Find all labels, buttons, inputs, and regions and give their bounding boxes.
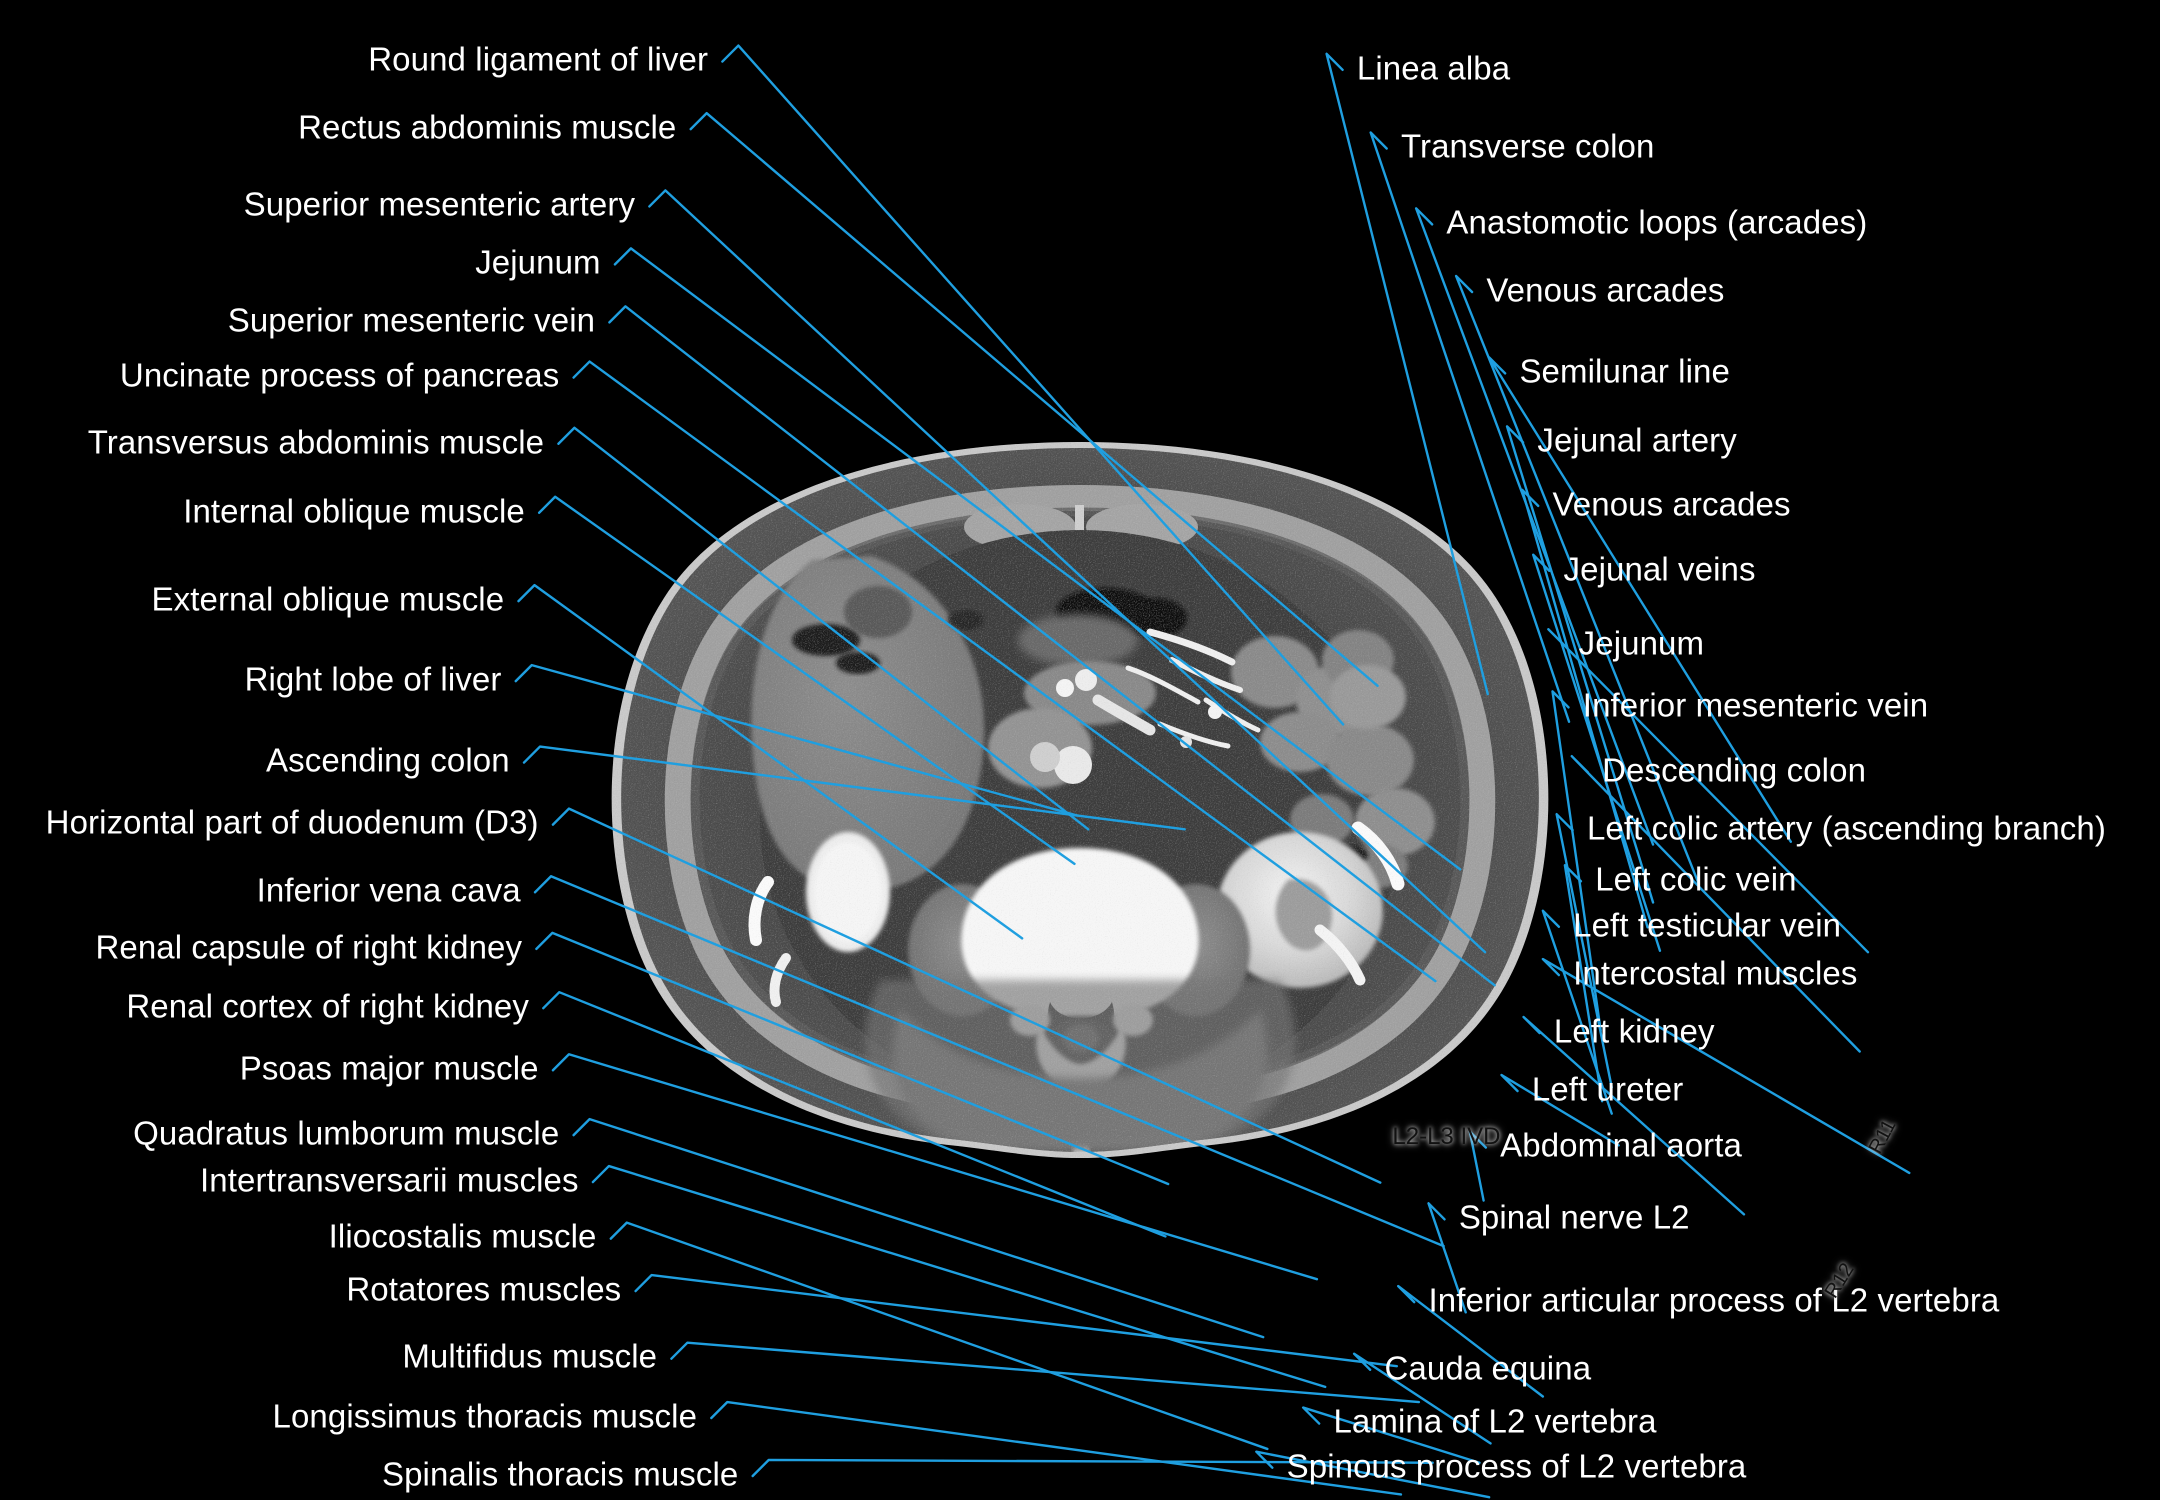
- ct-marker-r12: R12: [1820, 1258, 1860, 1302]
- label-iliocostalis-muscle: Iliocostalis muscle: [328, 1217, 597, 1255]
- label-inferior-articular-process-of-l2-vertebra: Inferior articular process of L2 vertebr…: [1428, 1281, 2000, 1319]
- label-venous-arcades: Venous arcades: [1552, 485, 1791, 523]
- label-jejunum: Jejunum: [475, 243, 601, 281]
- label-left-testicular-vein: Left testicular vein: [1573, 906, 1842, 944]
- label-jejunal-artery: Jejunal artery: [1537, 421, 1737, 459]
- label-descending-colon: Descending colon: [1602, 751, 1867, 789]
- label-spinal-nerve-l2: Spinal nerve L2: [1458, 1198, 1690, 1236]
- label-anastomotic-loops-arcades: Anastomotic loops (arcades): [1446, 203, 1868, 241]
- label-uncinate-process-of-pancreas: Uncinate process of pancreas: [119, 356, 560, 394]
- label-transversus-abdominis-muscle: Transversus abdominis muscle: [87, 423, 545, 461]
- label-external-oblique-muscle: External oblique muscle: [151, 580, 505, 618]
- label-spinalis-thoracis-muscle: Spinalis thoracis muscle: [381, 1455, 739, 1493]
- label-jejunal-veins: Jejunal veins: [1563, 550, 1756, 588]
- label-round-ligament-of-liver: Round ligament of liver: [368, 40, 709, 78]
- label-quadratus-lumborum-muscle: Quadratus lumborum muscle: [133, 1114, 560, 1152]
- label-spinous-process-of-l2-vertebra: Spinous process of L2 vertebra: [1286, 1447, 1747, 1484]
- label-renal-capsule-of-right-kidney: Renal capsule of right kidney: [95, 928, 523, 966]
- label-internal-oblique-muscle: Internal oblique muscle: [183, 492, 525, 530]
- label-left-kidney: Left kidney: [1553, 1012, 1715, 1050]
- label-renal-cortex-of-right-kidney: Renal cortex of right kidney: [126, 987, 529, 1025]
- label-horizontal-part-of-duodenum-d3: Horizontal part of duodenum (D3): [45, 803, 539, 841]
- label-cauda-equina: Cauda equina: [1384, 1349, 1592, 1387]
- label-venous-arcades: Venous arcades: [1486, 271, 1725, 309]
- label-intertransversarii-muscles: Intertransversarii muscles: [200, 1161, 579, 1199]
- label-inferior-vena-cava: Inferior vena cava: [256, 871, 521, 909]
- label-rectus-abdominis-muscle: Rectus abdominis muscle: [298, 108, 677, 146]
- label-inferior-mesenteric-vein: Inferior mesenteric vein: [1582, 686, 1929, 724]
- label-lamina-of-l2-vertebra: Lamina of L2 vertebra: [1333, 1402, 1657, 1440]
- label-psoas-major-muscle: Psoas major muscle: [239, 1049, 539, 1087]
- label-longissimus-thoracis-muscle: Longissimus thoracis muscle: [272, 1397, 698, 1435]
- label-transverse-colon: Transverse colon: [1400, 127, 1655, 165]
- label-rotatores-muscles: Rotatores muscles: [346, 1270, 622, 1308]
- label-linea-alba: Linea alba: [1356, 49, 1511, 87]
- label-jejunum: Jejunum: [1578, 624, 1705, 662]
- label-left-ureter: Left ureter: [1531, 1070, 1684, 1108]
- label-left-colic-vein: Left colic vein: [1595, 860, 1797, 898]
- label-superior-mesenteric-artery: Superior mesenteric artery: [243, 185, 636, 223]
- label-ascending-colon: Ascending colon: [266, 741, 510, 779]
- ct-marker-l2-l3-ivd: L2-L3 IVD: [1392, 1123, 1501, 1151]
- ct-marker-r11: R11: [1864, 1116, 1901, 1158]
- label-semilunar-line: Semilunar line: [1519, 352, 1730, 390]
- label-right-lobe-of-liver: Right lobe of liver: [244, 660, 502, 698]
- label-superior-mesenteric-vein: Superior mesenteric vein: [227, 301, 596, 339]
- label-abdominal-aorta: Abdominal aorta: [1500, 1126, 1742, 1164]
- label-intercostal-muscles: Intercostal muscles: [1573, 954, 1858, 992]
- label-left-colic-artery-ascending-branch: Left colic artery (ascending branch): [1586, 809, 2106, 847]
- label-multifidus-muscle: Multifidus muscle: [402, 1337, 658, 1375]
